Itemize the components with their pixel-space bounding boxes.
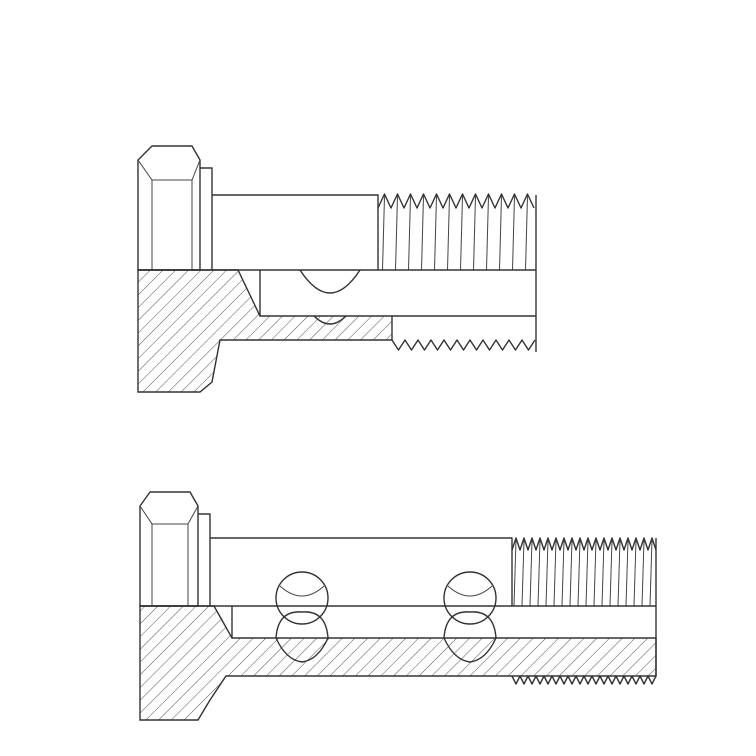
cross-hole-2 <box>443 571 497 625</box>
hex-head-top <box>137 145 213 271</box>
thread-top-section <box>391 339 536 351</box>
bolt-double-hole <box>139 491 657 721</box>
hex-head-bottom <box>139 491 211 607</box>
shank-top-outline <box>212 194 379 270</box>
section-top <box>137 269 536 393</box>
thread-bottom-outside <box>511 537 657 607</box>
shank-bottom-outline <box>210 537 513 606</box>
thread-bottom-section <box>511 675 657 685</box>
thread-top-outside <box>377 193 535 271</box>
section-bottom <box>139 605 657 721</box>
bolt-single-hole <box>137 145 537 393</box>
cross-hole-1 <box>275 571 329 625</box>
